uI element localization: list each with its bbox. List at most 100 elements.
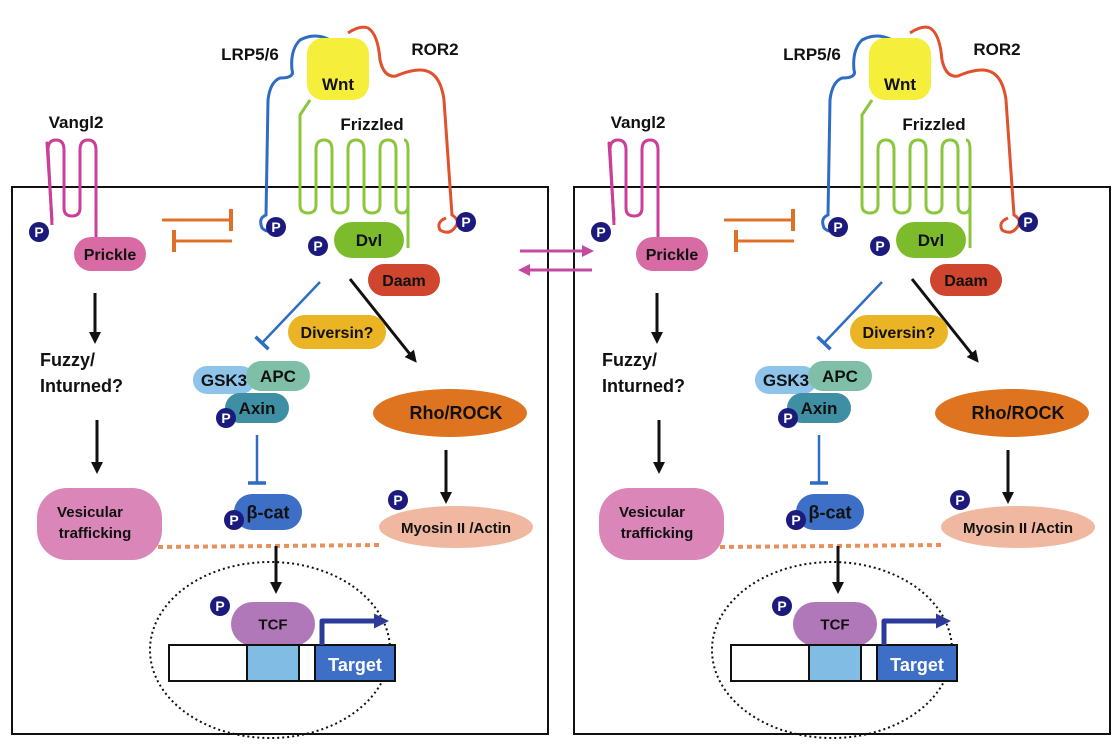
phospho-icon: P	[224, 510, 244, 530]
dotted-link	[157, 543, 381, 549]
myosin-actin-label: Myosin II /Actin	[963, 520, 1073, 537]
diversin-node: Diversin?	[850, 315, 948, 349]
bcat-node-shape	[796, 494, 864, 530]
dvl-node-shape	[334, 222, 404, 258]
apc-node-label: APC	[260, 367, 296, 386]
inhibit-dvl-to-prickle	[172, 230, 232, 252]
dvl-node: Dvl	[896, 222, 966, 258]
frizzled-receptor	[860, 99, 972, 248]
apc-node: APC	[246, 361, 310, 391]
phospho-label: P	[777, 598, 786, 614]
lrp-receptor	[259, 34, 331, 233]
daam-node-label: Daam	[944, 273, 988, 290]
gsk3-node-shape	[755, 366, 817, 394]
bcat-node: β-cat	[796, 494, 864, 530]
tcf-node-shape	[231, 602, 315, 646]
myosin-actin-label: Myosin II /Actin	[401, 520, 511, 537]
prickle-node-shape	[636, 237, 708, 271]
target-gene	[876, 644, 958, 682]
daam-node-shape	[368, 264, 440, 296]
vesicular-label: Vesicular	[57, 504, 123, 521]
inhibit-axin-to-bcat	[248, 435, 266, 485]
phospho-icon: P	[308, 236, 328, 256]
phospho-label: P	[875, 238, 884, 254]
phospho-label: P	[271, 219, 280, 235]
apc-node-label: APC	[822, 367, 858, 386]
daam-node-label: Daam	[382, 273, 426, 290]
rho-rock-label: Rho/ROCK	[972, 403, 1065, 423]
dotted-link	[719, 543, 943, 549]
dvl-node-label: Dvl	[356, 231, 382, 250]
axin-node: Axin	[787, 393, 851, 423]
phospho-icon: P	[210, 596, 230, 616]
bcat-node-shape	[234, 494, 302, 530]
wnt-label: Wnt	[322, 75, 354, 94]
phospho-icon: P	[778, 408, 798, 428]
vesicular-label: Vesicular	[619, 504, 685, 521]
myosin-actin-node-shape	[379, 506, 533, 548]
target-label: Target	[328, 655, 382, 675]
frizzled-receptor	[298, 99, 410, 248]
phospho-icon: P	[828, 217, 848, 237]
frizzled-label: Frizzled	[340, 115, 403, 134]
ror2-receptor	[347, 25, 459, 234]
dvl-node-label: Dvl	[918, 231, 944, 250]
prickle-node-label: Prickle	[646, 247, 699, 264]
dna-spacer	[860, 644, 878, 682]
vesicular-trafficking-node: Vesicular trafficking	[599, 488, 724, 560]
phospho-icon: P	[1018, 212, 1038, 232]
phospho-label: P	[461, 214, 470, 230]
phospho-icon: P	[772, 596, 792, 616]
phospho-icon: P	[216, 408, 236, 428]
gsk3-node: GSK3	[193, 366, 255, 394]
rho-rock-label: Rho/ROCK	[410, 403, 503, 423]
tcf-node: TCF	[231, 602, 315, 646]
axin-node-label: Axin	[801, 399, 838, 418]
dvl-node-shape	[896, 222, 966, 258]
rho-rock-node-shape	[373, 389, 527, 437]
transcription-arrow	[881, 613, 951, 645]
vangl2-receptor	[608, 138, 660, 238]
arrow-dvl-to-rho	[348, 278, 417, 363]
prickle-node: Prickle	[74, 237, 146, 271]
dna-spacer	[298, 644, 316, 682]
rho-rock-node-shape	[935, 389, 1089, 437]
wnt-shape	[869, 38, 931, 100]
diversin-node-shape	[288, 315, 386, 349]
vangl2-label: Vangl2	[611, 113, 666, 132]
phospho-icon: P	[456, 212, 476, 232]
tcf-node: TCF	[793, 602, 877, 646]
inhibit-dvl-to-gsk3	[254, 281, 321, 351]
phospho-icon: P	[950, 490, 970, 510]
tcf-node-label: TCF	[258, 616, 287, 633]
phospho-label: P	[833, 219, 842, 235]
cell-membrane-box	[11, 186, 549, 735]
phospho-icon: P	[388, 490, 408, 510]
phospho-icon: P	[591, 222, 611, 242]
apc-node-shape	[246, 361, 310, 391]
phospho-label: P	[313, 238, 322, 254]
frizzled-label: Frizzled	[902, 115, 965, 134]
bcat-node: β-cat	[234, 494, 302, 530]
gsk3-node-shape	[193, 366, 255, 394]
trafficking-label: trafficking	[621, 525, 694, 542]
dna-segment	[730, 644, 810, 682]
phospho-label: P	[1023, 214, 1032, 230]
fuzzy-label: Fuzzy/	[40, 350, 95, 370]
axin-node: Axin	[225, 393, 289, 423]
arrow-dvl-to-rho	[910, 278, 979, 363]
crosstalk-arrows	[518, 245, 594, 276]
prickle-node-shape	[74, 237, 146, 271]
inturned-label: Inturned?	[602, 376, 685, 396]
daam-node: Daam	[930, 264, 1002, 296]
apc-node: APC	[808, 361, 872, 391]
gsk3-node: GSK3	[755, 366, 817, 394]
axin-node-shape	[225, 393, 289, 423]
dvl-node: Dvl	[334, 222, 404, 258]
target-label: Target	[890, 655, 944, 675]
prickle-node-label: Prickle	[84, 247, 137, 264]
dna-segment	[168, 644, 248, 682]
apc-node-shape	[808, 361, 872, 391]
